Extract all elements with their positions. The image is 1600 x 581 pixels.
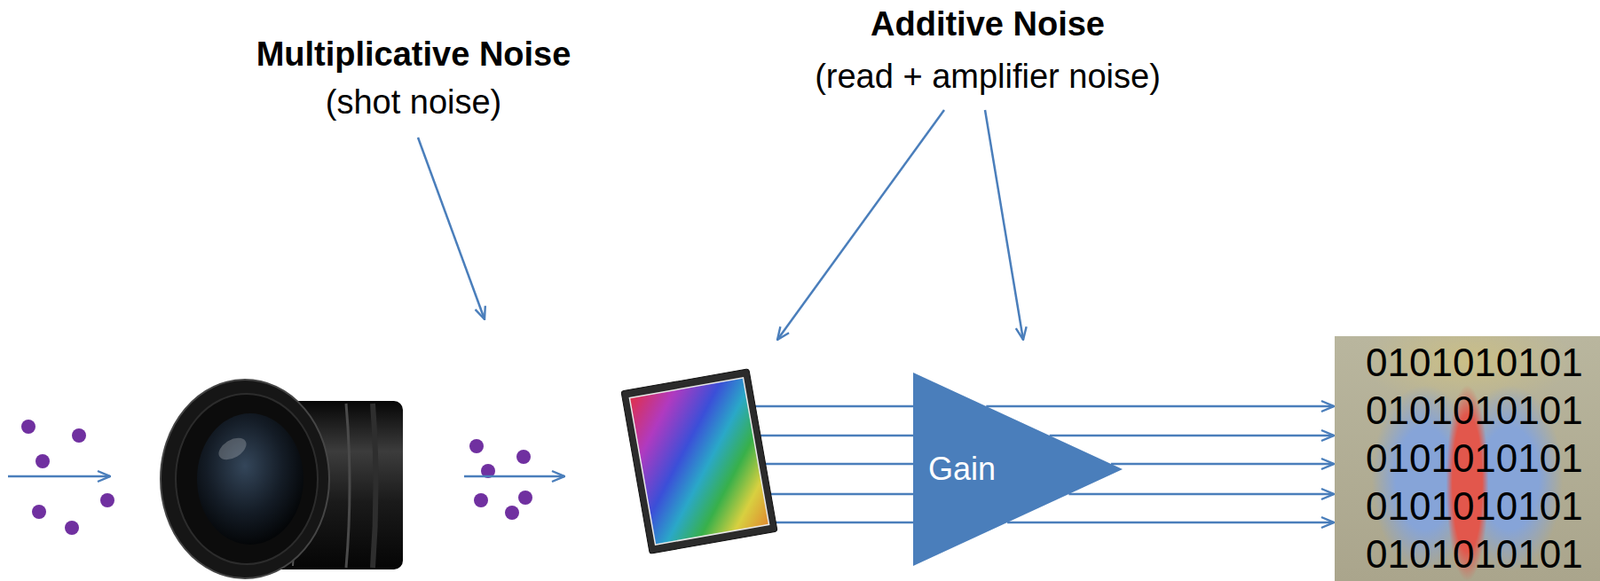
callout-arrow: [985, 110, 1024, 340]
photon-dot: [516, 449, 531, 465]
lens-rim: [160, 379, 330, 579]
photon-dot: [504, 505, 520, 521]
camera-lens: [160, 379, 403, 579]
light-arrow: [464, 475, 565, 479]
lens-ring: [346, 403, 350, 568]
binary-data: 0101010101 0101010101 0101010101 0101010…: [1365, 338, 1597, 579]
triangle-outline: [913, 372, 1123, 567]
signal-arrow: [1007, 521, 1334, 525]
signal-arrow: [985, 405, 1334, 409]
lens-highlight: [214, 433, 250, 465]
signal-arrow: [1068, 493, 1334, 497]
signal-arrow: [1049, 434, 1334, 438]
lens-glass: [197, 413, 304, 545]
sensor-package: [621, 369, 778, 555]
callout-title: Multiplicative Noise: [256, 34, 572, 74]
photon-dot: [100, 493, 115, 508]
callout-arrow: [777, 110, 945, 340]
photon-dot: [469, 439, 484, 454]
photon-dot: [35, 454, 50, 469]
photon-dot: [21, 419, 36, 434]
photon-dots: [469, 439, 533, 521]
signal-arrow: [1111, 463, 1334, 466]
digital-image: 0101010101 0101010101 0101010101 0101010…: [1334, 336, 1600, 581]
callout-note: (shot noise): [325, 82, 503, 122]
photon-dot: [473, 493, 489, 508]
image-sensor: [621, 369, 778, 555]
light-arrow: [7, 475, 111, 479]
sensor-surface: [629, 378, 769, 545]
photon-dot: [64, 520, 79, 536]
photon-dot: [31, 504, 47, 520]
callout-arrow: [417, 137, 485, 320]
callout-note: (read + amplifier noise): [814, 56, 1161, 96]
lens-rim: [175, 394, 318, 565]
photon-dot: [518, 490, 533, 505]
gain-amplifier: Gain: [913, 372, 1123, 567]
photon-dot: [71, 428, 87, 443]
callout-title: Additive Noise: [870, 4, 1105, 44]
photon-dots: [21, 419, 115, 536]
lens-ring: [372, 403, 377, 568]
node-text: Gain: [928, 450, 996, 489]
